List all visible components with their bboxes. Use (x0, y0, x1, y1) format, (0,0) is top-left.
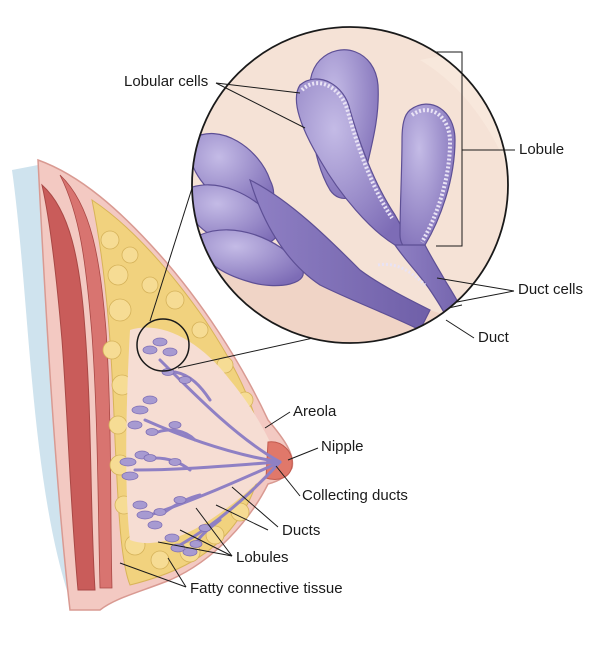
pectoral-muscle (41, 183, 96, 591)
label-nipple: Nipple (321, 438, 364, 455)
label-lobular-cells: Lobular cells (124, 73, 209, 90)
leader-lines (119, 51, 515, 588)
breast-cross-section (12, 158, 294, 611)
label-lobules: Lobules (236, 549, 289, 566)
label-duct: Duct (478, 329, 509, 346)
label-lobule: Lobule (519, 141, 565, 158)
zoom-inset (191, 26, 509, 344)
label-collecting-ducts: Collecting ducts (302, 487, 408, 504)
glandular-tissue (126, 327, 278, 544)
label-fatty-connective-tissue: Fatty connective tissue (190, 580, 343, 597)
zoom-lobule-cluster (192, 133, 431, 331)
label-ducts: Ducts (282, 522, 321, 539)
lobule-clusters (119, 337, 212, 557)
label-areola: Areola (293, 403, 337, 420)
magnified-region-marker (136, 318, 190, 372)
duct-tree (133, 358, 282, 547)
label-duct-cells: Duct cells (518, 281, 584, 298)
